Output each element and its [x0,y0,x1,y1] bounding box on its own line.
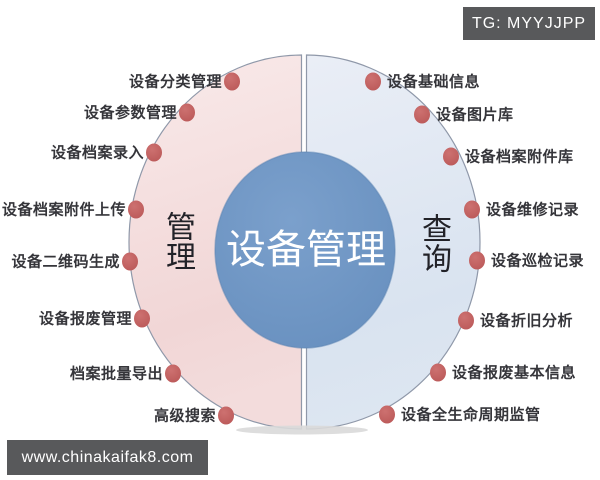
node-dot-icon [379,405,395,423]
manage-item-label: 档案批量导出 [69,365,163,383]
manage-group-label: 管理 [161,211,194,271]
manage-item-label: 设备档案录入 [50,144,144,162]
query-item-label: 设备档案附件库 [465,148,574,166]
node-dot-icon [414,105,430,123]
query-item: 设备报废基本信息 [430,362,576,383]
query-item: 设备维修记录 [464,199,579,220]
node-dot-icon [165,364,181,382]
node-dot-icon [464,200,480,218]
manage-item: 设备报废管理 [39,308,150,329]
node-dot-icon [146,143,162,161]
query-item: 设备图片库 [414,104,514,125]
manage-item: 高级搜索 [154,405,234,426]
query-item-label: 设备基础信息 [387,73,481,91]
node-dot-icon [224,72,240,90]
node-dot-icon [469,251,485,269]
node-dot-icon [128,200,144,218]
query-group-label: 查询 [417,213,450,273]
query-item-label: 设备报废基本信息 [452,364,577,382]
node-dot-icon [134,309,150,327]
node-dot-icon [458,311,474,329]
manage-item-label: 设备分类管理 [128,73,222,91]
website-watermark-badge: www.chinakaifak8.com [7,440,208,475]
query-item-label: 设备巡检记录 [491,252,585,270]
node-dot-icon [122,252,138,270]
center-title: 设备管理 [226,228,386,272]
manage-item-label: 设备档案附件上传 [1,201,126,219]
node-dot-icon [218,406,234,424]
manage-item-label: 设备报废管理 [38,310,132,328]
node-dot-icon [179,103,195,121]
query-item-label: 设备折旧分析 [480,312,574,330]
query-item: 设备全生命周期监管 [379,404,541,425]
manage-item: 档案批量导出 [70,363,181,384]
manage-item: 设备分类管理 [129,71,240,92]
manage-item-label: 设备参数管理 [83,104,177,122]
center-circle-shape [214,151,396,349]
query-item: 设备巡检记录 [469,250,584,271]
query-item-label: 设备维修记录 [486,201,580,219]
query-item-label: 设备图片库 [436,106,514,124]
query-item: 设备折旧分析 [458,310,573,331]
manage-item: 设备参数管理 [84,102,195,123]
query-item-label: 设备全生命周期监管 [401,406,541,424]
manage-item: 设备档案附件上传 [2,199,144,220]
query-item: 设备基础信息 [365,71,480,92]
telegram-watermark-badge: TG: MYYJJPP [463,7,595,40]
manage-item-label: 高级搜索 [153,407,216,425]
node-dot-icon [430,363,446,381]
node-dot-icon [365,72,381,90]
manage-item: 设备二维码生成 [11,251,138,272]
circle-shadow [236,425,368,435]
manage-item-label: 设备二维码生成 [11,253,120,271]
node-dot-icon [443,147,459,165]
manage-item: 设备档案录入 [51,142,162,163]
query-item: 设备档案附件库 [443,146,574,167]
